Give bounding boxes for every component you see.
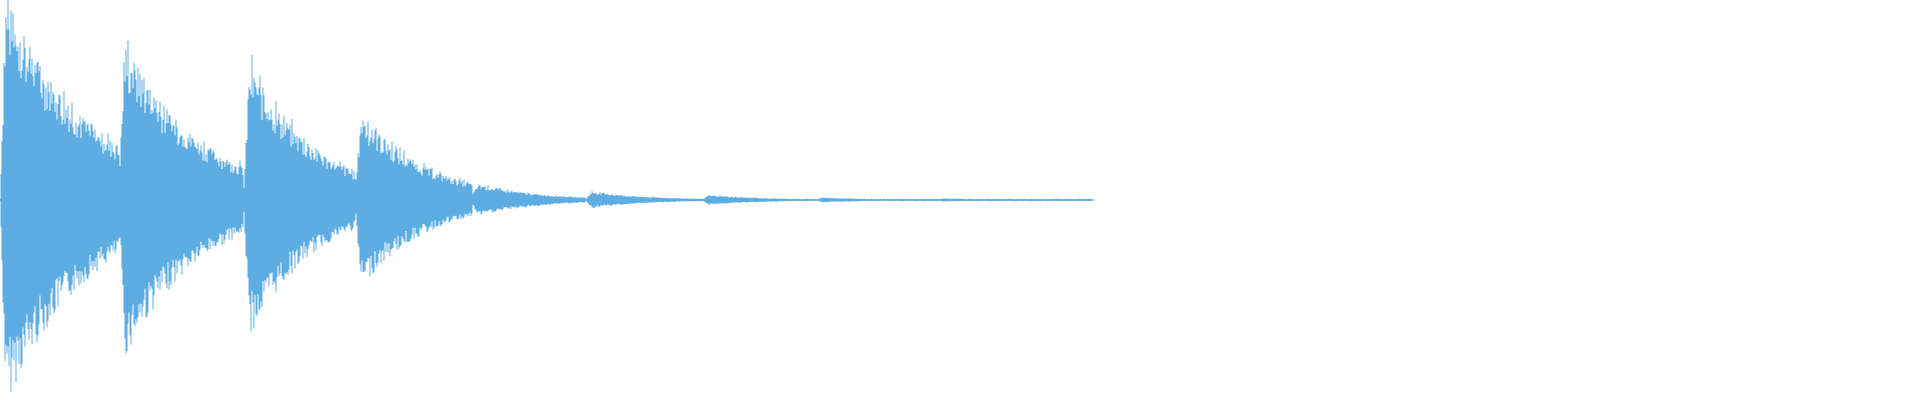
waveform-samples (0, 0, 1094, 392)
waveform-path (0, 0, 1094, 392)
